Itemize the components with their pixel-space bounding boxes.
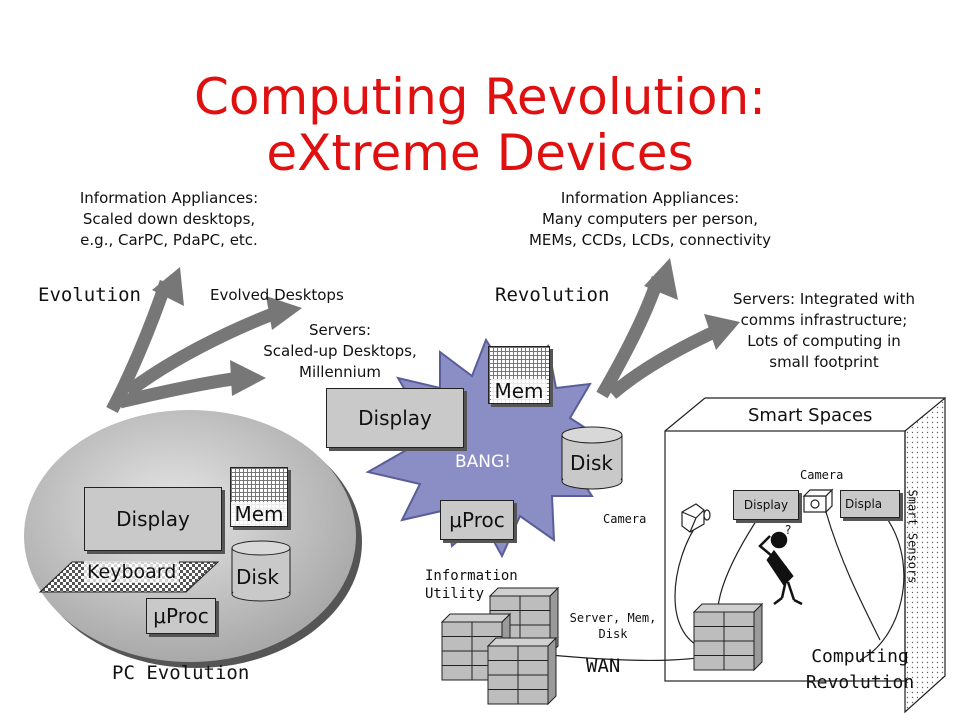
information-utility-label: Information Utility — [425, 567, 518, 603]
note-line: Information Appliances: — [560, 189, 740, 207]
bang-disk-label: Disk — [570, 451, 613, 475]
arrow-icon — [266, 296, 302, 330]
arrow-icon — [118, 371, 241, 409]
bang-mem-block: Mem — [488, 346, 550, 404]
server-note-line: Disk — [598, 627, 628, 641]
note-line: Servers: Integrated with — [733, 290, 915, 308]
pc-disk-cylinder — [231, 540, 291, 602]
note-line: small footprint — [769, 353, 879, 371]
note-line: Many computers per person, — [541, 210, 759, 228]
bang-disk-cylinder — [561, 426, 623, 490]
arrow-icon — [230, 360, 266, 396]
title-line-1: Computing Revolution: — [193, 68, 767, 126]
arrow-icon — [607, 326, 717, 399]
note-line: Scaled down desktops, — [82, 210, 256, 228]
smart-space-room — [664, 396, 946, 714]
pc-disk-label: Disk — [236, 565, 279, 589]
pc-proc-box: μProc — [146, 598, 216, 634]
evolved-desktops-label: Evolved Desktops — [210, 286, 344, 304]
pc-evolution-caption: PC Evolution — [112, 662, 250, 684]
note-line: e.g., CarPC, PdaPC, etc. — [80, 231, 258, 249]
info-utility-line: Utility — [425, 586, 485, 602]
bang-label: BANG! — [455, 452, 511, 472]
arrow-icon — [644, 258, 678, 300]
evolution-servers-note: Servers: Scaled-up Desktops, Millennium — [250, 320, 430, 383]
arrow-icon — [106, 279, 173, 414]
note-line: comms infrastructure; — [740, 311, 908, 329]
note-line: Millennium — [299, 363, 381, 381]
evolution-appliances-note: Information Appliances: Scaled down desk… — [55, 188, 283, 251]
wan-label: WAN — [586, 655, 621, 677]
server-rack-icon — [486, 636, 558, 706]
pc-mem-block: Mem — [230, 467, 288, 527]
bang-display-box: Display — [326, 388, 464, 448]
info-utility-line: Information — [425, 568, 518, 584]
room-display-box-2: Displa — [840, 490, 900, 518]
revolution-appliances-note: Information Appliances: Many computers p… — [500, 188, 800, 251]
computing-revolution-caption: Computing Revolution — [790, 644, 930, 696]
title-line-2: eXtreme Devices — [266, 124, 694, 182]
camera-top-label: Camera — [800, 468, 844, 482]
pc-display-box: Display — [84, 487, 222, 551]
room-display-box-1: Display — [733, 490, 799, 520]
arrow-icon — [152, 267, 184, 306]
smart-spaces-title: Smart Spaces — [748, 405, 873, 426]
bang-proc-box: μProc — [440, 500, 514, 540]
note-line: Information Appliances: — [79, 189, 259, 207]
caption-line: Revolution — [805, 672, 915, 693]
arrow-icon — [124, 305, 281, 398]
server-rack-icon — [440, 586, 764, 706]
smart-sensors-label: Smart Sensors — [905, 489, 920, 584]
evolution-label: Evolution — [38, 284, 141, 306]
revolution-arrows — [596, 258, 740, 399]
camera-left-label: Camera — [603, 512, 647, 526]
bang-mem-label: Mem — [491, 379, 547, 403]
server-rack-icon — [692, 602, 764, 672]
note-line: MEMs, CCDs, LCDs, connectivity — [528, 231, 772, 249]
revolution-servers-note: Servers: Integrated with comms infrastru… — [706, 289, 942, 373]
camera-icon — [681, 503, 711, 533]
pc-mem-label: Mem — [231, 502, 287, 526]
evolution-arrows — [106, 267, 302, 414]
camera-icon — [802, 488, 834, 514]
revolution-label: Revolution — [495, 284, 610, 306]
note-line: Lots of computing in — [747, 332, 901, 350]
svg-text:?: ? — [785, 523, 791, 537]
server-note: Server, Mem, Disk — [558, 610, 668, 642]
note-line: Scaled-up Desktops, — [263, 342, 417, 360]
person-icon — [758, 531, 803, 606]
keyboard-label: Keyboard — [84, 561, 180, 583]
caption-line: Computing — [811, 646, 909, 667]
arrow-icon — [704, 314, 740, 350]
server-note-line: Server, Mem, — [569, 611, 657, 625]
note-line: Servers: — [308, 321, 372, 339]
